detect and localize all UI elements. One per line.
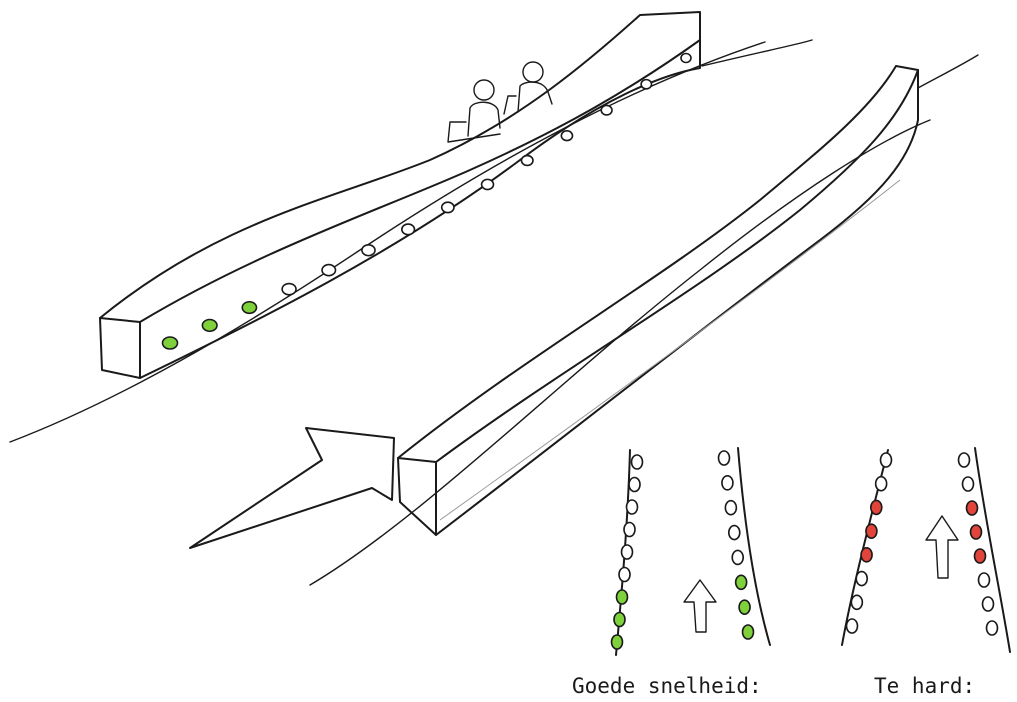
good-speed-caption: Goede snelheid:	[572, 674, 762, 698]
lamp-off	[963, 477, 974, 491]
lamp-off	[521, 156, 533, 166]
lamp-green	[739, 600, 750, 614]
road-edge-far	[702, 40, 812, 66]
lamp-off	[601, 105, 612, 114]
lamp-off	[856, 572, 867, 586]
lamp-red	[971, 525, 982, 539]
lamp-red	[861, 548, 872, 562]
lamp-red	[866, 524, 877, 538]
road-edge-bottom	[310, 120, 930, 585]
lamp-off	[627, 500, 638, 514]
lamp-off	[282, 284, 296, 295]
lamp-off	[959, 453, 970, 467]
lamp-off	[681, 54, 691, 63]
lamp-off	[987, 621, 998, 635]
lamp-red	[975, 549, 986, 563]
panel-too-fast	[842, 448, 1010, 652]
lamp-off	[362, 245, 375, 256]
lamp-green	[617, 590, 628, 604]
road-edge-right	[918, 55, 978, 88]
lamp-off	[851, 595, 862, 609]
lamp-green	[614, 613, 625, 627]
lamp-off	[732, 550, 743, 564]
direction-arrow-icon	[190, 428, 394, 548]
lamp-off	[561, 131, 572, 141]
lamp-green	[163, 337, 178, 349]
lamp-off	[876, 477, 887, 491]
lamp-off	[847, 619, 858, 633]
lamp-off	[983, 597, 994, 611]
lamp-off	[622, 545, 633, 559]
lamp-off	[632, 455, 643, 469]
lamp-off	[402, 224, 415, 235]
lamp-off	[641, 80, 651, 89]
lamp-green	[242, 302, 256, 314]
lamp-off	[729, 526, 740, 540]
up-arrow-icon	[926, 516, 958, 578]
lamp-green	[612, 635, 623, 649]
person-icon	[448, 80, 500, 142]
person-icon	[504, 62, 552, 114]
lamp-off	[629, 478, 640, 492]
lamp-off	[881, 453, 892, 467]
lamp-green	[736, 575, 747, 589]
up-arrow-icon	[684, 580, 716, 632]
lamp-column-left	[847, 453, 892, 633]
lamp-column-left	[612, 455, 643, 649]
lamp-green	[202, 320, 217, 332]
road-edge-top	[10, 42, 765, 442]
lamp-off	[619, 568, 630, 582]
lamp-off	[442, 202, 454, 212]
lamp-off	[624, 523, 635, 537]
lamp-off	[979, 573, 990, 587]
lamp-green	[743, 625, 754, 639]
lamp-off	[722, 476, 733, 490]
upper-raised-divider	[100, 12, 700, 378]
panel-good-speed	[612, 448, 771, 655]
lamp-off	[482, 179, 494, 189]
lamp-red	[871, 500, 882, 514]
lamp-off	[719, 451, 730, 465]
too-fast-caption: Te hard:	[874, 674, 975, 698]
lamp-off	[725, 501, 736, 515]
lamp-off	[322, 265, 335, 276]
lamp-red	[967, 501, 978, 515]
